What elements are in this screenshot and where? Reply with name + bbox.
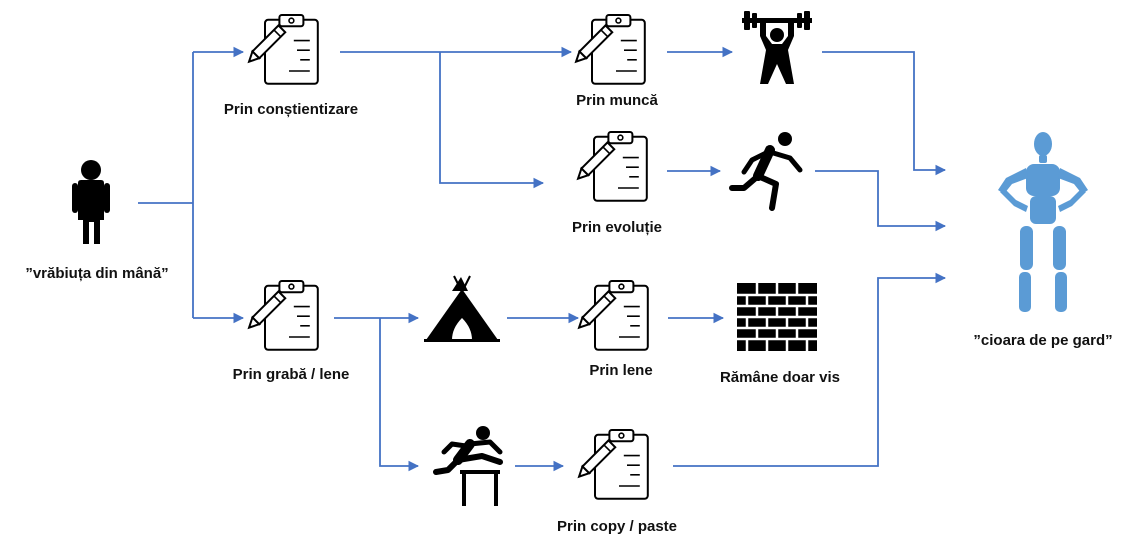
tent-icon — [424, 275, 500, 342]
mannequin-icon — [998, 132, 1088, 312]
awareness-label: Prin conștientizare — [223, 101, 359, 118]
clipboard-icon-work — [571, 13, 646, 85]
clipboard-icon-laziness — [574, 279, 649, 351]
clipboard-icon-copy — [574, 428, 649, 500]
dream-label: Rămâne doar vis — [719, 369, 841, 386]
copy-label: Prin copy / paste — [556, 518, 678, 535]
clipboard-icon-haste — [244, 279, 319, 351]
clipboard-icon-evolution — [573, 130, 648, 202]
start-label: ”vrăbiuța din mână” — [25, 265, 169, 282]
work-label: Prin muncă — [576, 92, 658, 109]
end-label: ”cioara de pe gard” — [973, 332, 1113, 349]
evolution-label: Prin evoluție — [571, 219, 663, 236]
clipboard-icon-awareness — [244, 13, 319, 85]
weightlifter-icon — [742, 11, 812, 84]
haste-label: Prin grabă / lene — [232, 366, 350, 383]
laziness-label: Prin lene — [589, 362, 653, 379]
person-icon — [72, 160, 110, 244]
runner-icon — [729, 132, 803, 211]
brick-wall-icon — [737, 283, 817, 351]
hurdler-icon — [433, 426, 503, 506]
connectors — [138, 46, 947, 472]
